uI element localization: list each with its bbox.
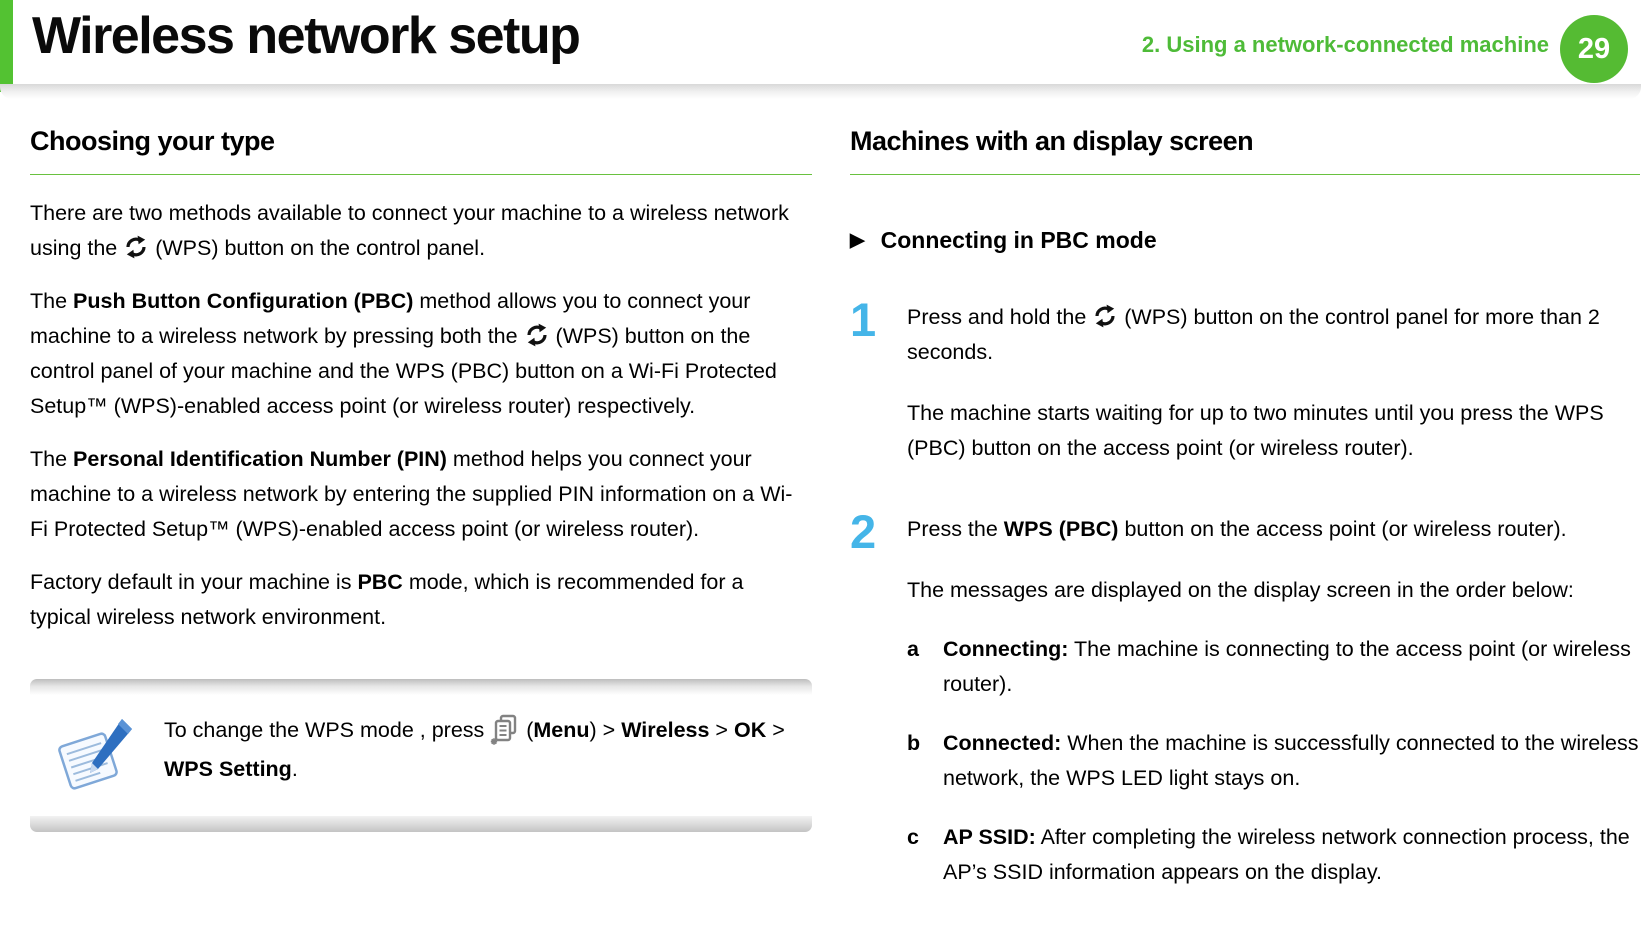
section-heading-display-screen: Machines with an display screen — [850, 122, 1640, 175]
text-segment: Personal Identification Number (PIN) — [73, 447, 447, 471]
note-box-bottom-border — [30, 816, 812, 832]
section-heading-choosing-your-type: Choosing your type — [30, 122, 812, 175]
subsection-label: Connecting in PBC mode — [880, 227, 1157, 253]
text-segment: Press the — [907, 517, 1004, 541]
text-segment: WPS (PBC) — [1003, 517, 1119, 541]
text-segment: . — [291, 757, 298, 781]
list-item-letter: b — [907, 731, 921, 755]
step-2: 2 Press the WPS (PBC) button on the acce… — [850, 505, 1640, 890]
wps-icon — [126, 235, 146, 259]
text-segment: Menu — [533, 718, 590, 742]
list-item-label: AP SSID: — [943, 825, 1036, 849]
right-column: Machines with an display screen ▶ Connec… — [850, 122, 1640, 890]
note-box-top-border — [30, 679, 812, 695]
text-segment: To change the WPS mode , press — [164, 718, 491, 742]
header-divider — [0, 84, 1641, 99]
text-segment: (WPS) button on the control panel for mo… — [907, 305, 1600, 364]
paragraph-factory-default: Factory default in your machine is PBC m… — [30, 565, 794, 635]
text-segment: Wireless — [621, 718, 710, 742]
text-segment: Push Button Configuration (PBC) — [73, 289, 414, 313]
list-item-label: Connecting: — [943, 637, 1069, 661]
text-segment: ( — [520, 718, 534, 742]
paragraph-two-methods: There are two methods available to conne… — [30, 196, 794, 266]
list-item-text: Connecting: The machine is connecting to… — [943, 632, 1640, 702]
text-segment: (WPS) button on the control panel. — [149, 236, 486, 260]
text-segment: method allows you to connect your machin… — [30, 289, 751, 348]
text-segment: > — [709, 718, 734, 742]
step-2-subtext: The messages are displayed on the displa… — [907, 573, 1640, 608]
step-1-number: 1 — [850, 293, 877, 346]
list-item-b: b Connected: When the machine is success… — [907, 726, 1640, 796]
text-segment: Factory default in your machine is — [30, 570, 358, 594]
list-item-text: Connected: When the machine is successfu… — [943, 726, 1640, 796]
menu-icon — [491, 714, 517, 745]
note-text: To change the WPS mode , press (Menu) > … — [164, 711, 802, 789]
text-segment: Press and hold the — [907, 305, 1093, 329]
wps-icon — [1095, 304, 1115, 328]
list-item-body: When the machine is successfully connect… — [943, 731, 1639, 790]
text-segment: method helps you connect your machine to… — [30, 447, 793, 541]
step-1-subtext: The machine starts waiting for up to two… — [907, 396, 1640, 466]
text-segment: The messages are displayed on the displa… — [907, 578, 1574, 602]
step-1: 1 Press and hold the (WPS) button on the… — [850, 293, 1640, 466]
text-segment: The machine starts waiting for up to two… — [907, 401, 1604, 460]
text-segment: PBC — [357, 570, 403, 594]
step-2-body: Press the WPS (PBC) button on the access… — [907, 512, 1640, 890]
text-segment: WPS Setting — [164, 757, 292, 781]
step-2-text: Press the WPS (PBC) button on the access… — [907, 512, 1640, 547]
arrow-right-icon: ▶ — [850, 230, 865, 251]
paragraph-pbc-method: The Push Button Configuration (PBC) meth… — [30, 284, 794, 424]
text-segment: (WPS) button on the control panel of you… — [30, 324, 777, 418]
text-segment: button on the access point (or wireless … — [1118, 517, 1567, 541]
step-2-number: 2 — [850, 505, 877, 558]
note-box-content: To change the WPS mode , press (Menu) > … — [30, 695, 812, 816]
list-item-letter: c — [907, 825, 919, 849]
list-item-a: a Connecting: The machine is connecting … — [907, 632, 1640, 702]
list-item-c: c AP SSID: After completing the wireless… — [907, 820, 1640, 890]
step-1-text: Press and hold the (WPS) button on the c… — [907, 300, 1640, 370]
text-segment: mode, which is recommended for a typical… — [30, 570, 744, 629]
list-item-text: AP SSID: After completing the wireless n… — [943, 820, 1640, 890]
page-title: Wireless network setup — [32, 7, 581, 65]
subsection-connecting-pbc-mode: ▶ Connecting in PBC mode — [850, 227, 1640, 254]
list-item-letter: a — [907, 637, 919, 661]
list-item-body: The machine is connecting to the access … — [943, 637, 1631, 696]
text-segment: The — [30, 447, 74, 471]
chapter-label: 2. Using a network-connected machine — [1141, 32, 1549, 57]
page-header: Wireless network setup 2. Using a networ… — [0, 0, 1641, 99]
display-message-list: a Connecting: The machine is connecting … — [907, 632, 1640, 890]
note-icon — [52, 711, 164, 802]
page-number-badge: 29 — [1560, 15, 1628, 83]
text-segment: > — [766, 718, 785, 742]
wps-icon — [526, 323, 547, 347]
text-segment: OK — [733, 718, 767, 742]
list-item-body: After completing the wireless network co… — [943, 825, 1630, 884]
paragraph-pin-method: The Personal Identification Number (PIN)… — [30, 442, 794, 547]
note-box: To change the WPS mode , press (Menu) > … — [30, 679, 812, 832]
text-segment: There are two methods available to conne… — [30, 201, 789, 260]
left-column: Choosing your type There are two methods… — [30, 122, 812, 832]
step-1-body: Press and hold the (WPS) button on the c… — [907, 300, 1640, 466]
list-item-label: Connected: — [943, 731, 1062, 755]
text-segment: The — [30, 289, 74, 313]
header-accent-bar — [0, 0, 13, 92]
text-segment: ) > — [589, 718, 622, 742]
